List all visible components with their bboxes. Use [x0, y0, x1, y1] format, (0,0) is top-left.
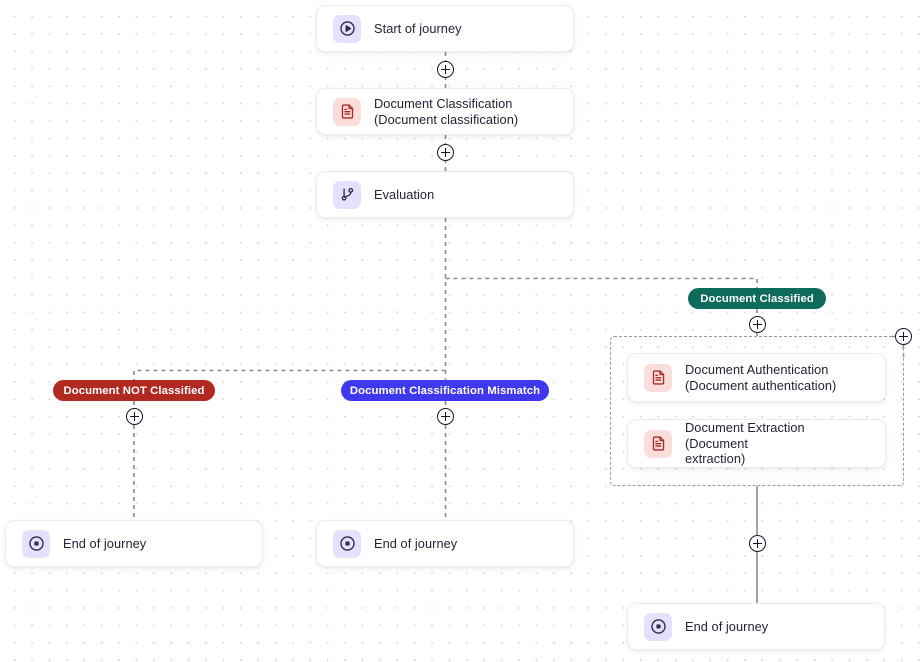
edge-branch-to-classified — [445, 277, 758, 288]
add-step-button-add-after-not-classified[interactable] — [126, 408, 143, 425]
node-document-classification[interactable]: Document Classification (Document classi… — [316, 88, 574, 135]
node-document-authentication[interactable]: Document Authentication (Document authen… — [627, 353, 886, 402]
stop-circle-icon — [333, 529, 361, 558]
document-icon — [644, 363, 672, 392]
stop-circle-icon — [22, 529, 50, 558]
document-icon — [333, 97, 361, 126]
node-document-extraction[interactable]: Document Extraction (Document extraction… — [627, 419, 886, 468]
add-step-button-add-branch-right[interactable] — [895, 328, 912, 345]
stop-circle-icon — [644, 612, 672, 641]
node-label: Document Extraction (Document extraction… — [685, 420, 805, 467]
node-label: Evaluation — [374, 186, 435, 202]
add-step-button-add-after-classified-pill[interactable] — [749, 316, 766, 333]
document-icon — [644, 429, 672, 458]
play-circle-icon — [333, 14, 361, 43]
add-step-button-add-after-group[interactable] — [749, 535, 766, 552]
add-step-button-add-after-classification[interactable] — [437, 144, 454, 161]
node-label: Start of journey — [374, 20, 462, 36]
add-step-button-add-after-start[interactable] — [437, 61, 454, 78]
node-start[interactable]: Start of journey — [316, 5, 574, 52]
node-end-of-journey-left[interactable]: End of journey — [5, 520, 263, 567]
node-label: Document Classification (Document classi… — [374, 96, 519, 127]
condition-pill-document-not-classified[interactable]: Document NOT Classified — [53, 380, 215, 401]
add-step-button-add-after-mismatch[interactable] — [437, 408, 454, 425]
node-label: Document Authentication (Document authen… — [685, 362, 837, 393]
node-label: End of journey — [685, 618, 769, 634]
condition-pill-document-classification-mismatch[interactable]: Document Classification Mismatch — [341, 380, 549, 401]
node-label: End of journey — [374, 535, 458, 551]
branch-group-container[interactable] — [610, 336, 904, 486]
node-end-of-journey-right[interactable]: End of journey — [627, 603, 885, 650]
condition-pill-document-classified[interactable]: Document Classified — [688, 288, 826, 309]
branch-icon — [333, 180, 361, 209]
edge-branch-to-not-classified — [133, 369, 446, 380]
node-end-of-journey-middle[interactable]: End of journey — [316, 520, 574, 567]
node-evaluation[interactable]: Evaluation — [316, 171, 574, 218]
node-label: End of journey — [63, 535, 147, 551]
